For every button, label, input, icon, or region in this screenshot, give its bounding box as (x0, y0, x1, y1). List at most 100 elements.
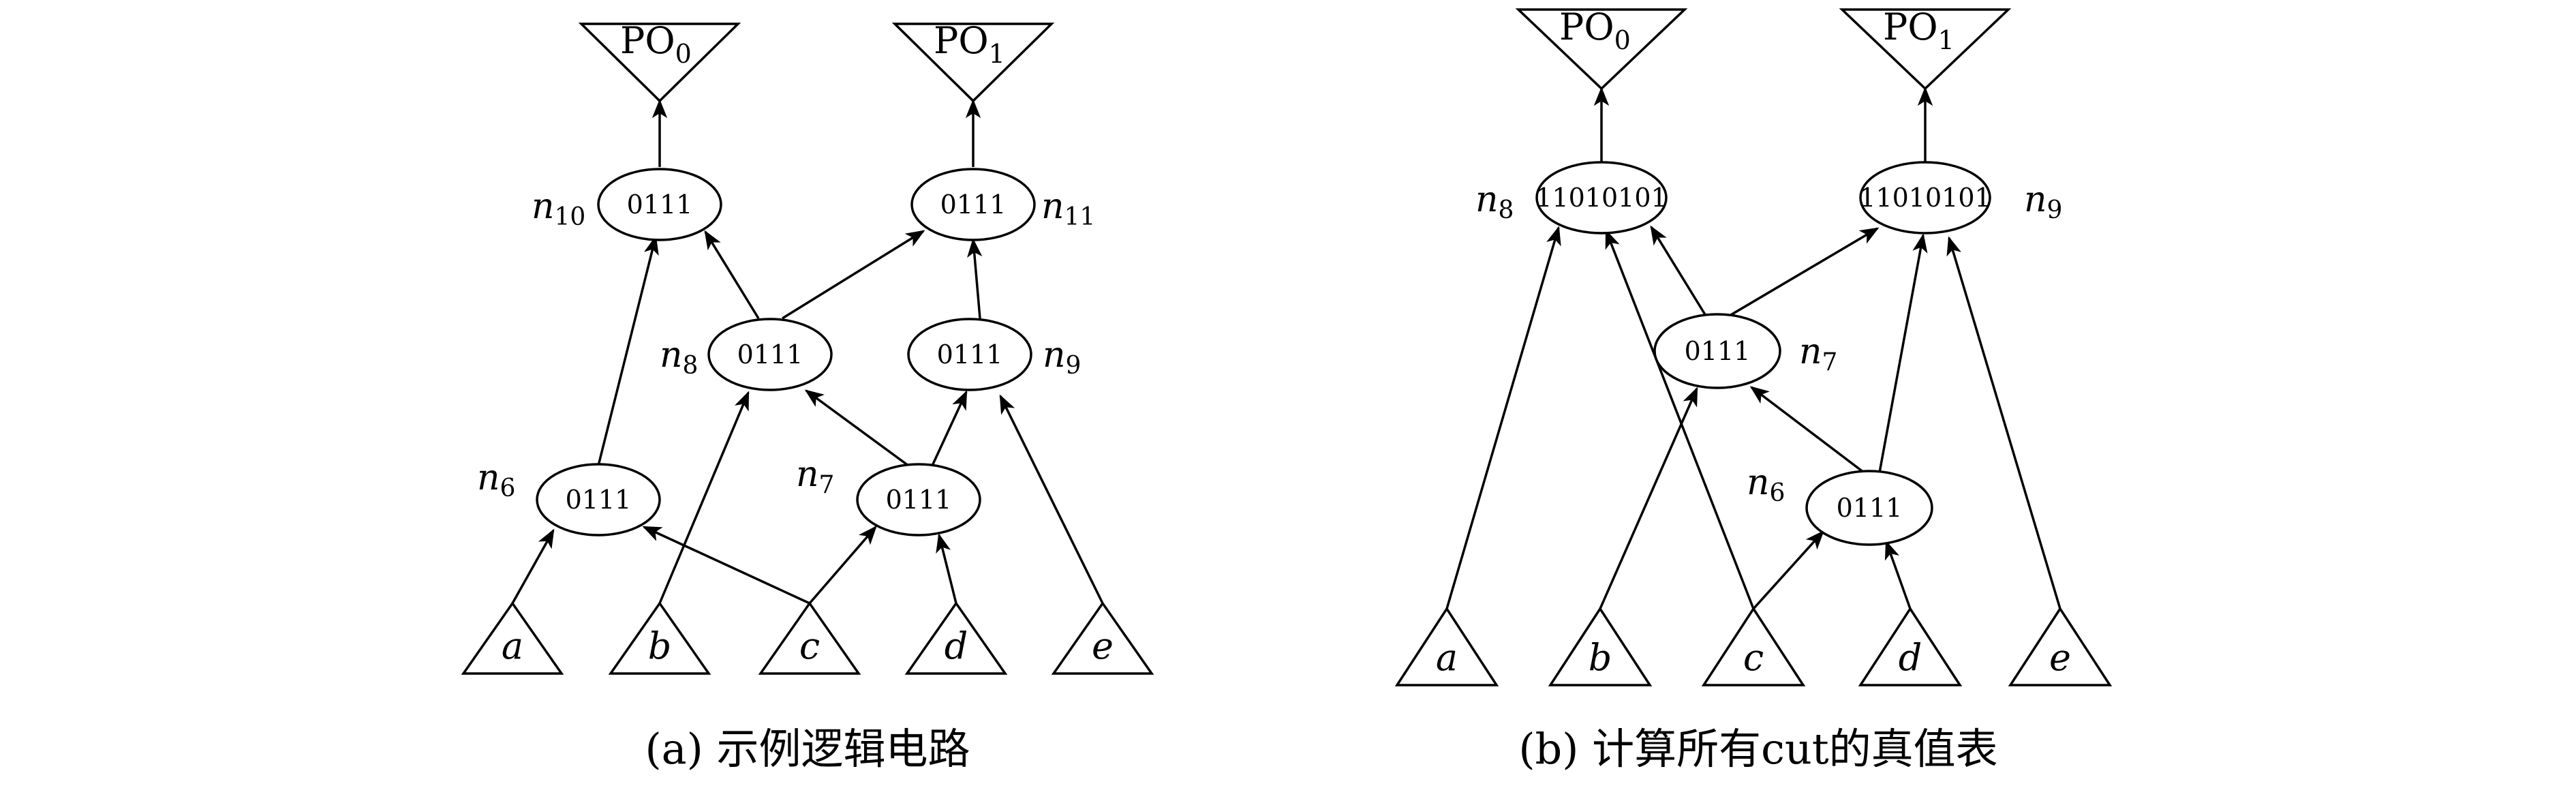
input-a-a-label: a (502, 624, 523, 667)
n6-b-table: 0111 (1837, 493, 1903, 523)
caption-b: (b) 计算所有cut的真值表 (1518, 724, 1997, 774)
node-n7-b: 0111 n7 (1653, 313, 1837, 389)
po0-b-sub: 0 (1614, 25, 1631, 55)
edges-a (511, 99, 1104, 605)
n9-b-sub: 9 (2047, 196, 2063, 224)
n11-a-label: n (1041, 186, 1064, 227)
input-e-a-label: e (1092, 624, 1114, 667)
edge-b-n7 (1599, 387, 1698, 609)
node-n6-b: 0111 n6 (1747, 462, 1933, 546)
n7-b-table: 0111 (1685, 336, 1751, 366)
edge-n8-n11 (782, 230, 925, 320)
n10-a-sub: 10 (555, 203, 586, 231)
svg-text:n9: n9 (2024, 179, 2062, 224)
input-c-a: c (758, 601, 861, 675)
svg-text:n8: n8 (1475, 179, 1514, 224)
svg-text:n6: n6 (1747, 462, 1785, 507)
n9-b-label: n (2024, 179, 2047, 220)
po1-b-sub: 1 (1938, 25, 1954, 55)
edge-e-n9 (1946, 236, 2061, 609)
edges-b (1445, 87, 2061, 610)
svg-text:PO0: PO0 (620, 19, 692, 69)
edge-n9-n11 (967, 238, 983, 319)
input-a-b-label: a (1436, 636, 1458, 679)
diagram-b: PO0 PO1 11010101 n8 11010101 n9 0111 n7 … (1394, 5, 2113, 774)
n6-b-sub: 6 (1770, 479, 1785, 507)
po0-a-base: PO (620, 19, 675, 62)
po0-a-sub: 0 (675, 39, 692, 69)
input-a-a: a (461, 601, 564, 675)
input-b-a-label: b (648, 624, 672, 667)
n7-a-sub: 7 (819, 471, 835, 499)
n8-a-label: n (660, 335, 683, 376)
svg-text:PO0: PO0 (1559, 5, 1631, 55)
po1-a-sub: 1 (989, 39, 1005, 69)
edge-n7-n8 (1650, 225, 1707, 316)
svg-text:n7: n7 (1799, 331, 1837, 376)
node-n11-a: 0111 n11 (910, 168, 1095, 241)
n9-a-label: n (1043, 335, 1066, 376)
edge-d-n7 (936, 533, 957, 604)
edge-n7-n9 (1729, 227, 1880, 317)
n6-a-label: n (477, 457, 500, 498)
edge-a-n8 (1445, 226, 1561, 609)
n7-b-sub: 7 (1822, 348, 1838, 376)
n6-b-label: n (1747, 462, 1770, 503)
input-e-b-label: e (2049, 636, 2071, 679)
input-e-a: e (1051, 601, 1154, 675)
n6-a-sub: 6 (500, 474, 516, 502)
node-n9-a: 0111 n9 (907, 318, 1081, 391)
node-n10-a: 0111 n10 (532, 168, 722, 241)
n8-b-label: n (1475, 179, 1499, 220)
edge-c-n6 (642, 526, 810, 605)
edge-n6-n9 (1878, 233, 1928, 473)
edge-n7-n8 (804, 389, 910, 467)
edge-e-n9 (999, 394, 1104, 604)
svg-text:n10: n10 (532, 186, 585, 231)
svg-text:n6: n6 (477, 457, 515, 502)
edge-c-n8 (1605, 229, 1755, 609)
edge-n7-n9 (931, 390, 968, 466)
svg-text:PO1: PO1 (1883, 5, 1954, 55)
n8-a-table: 0111 (737, 339, 803, 369)
caption-a: (a) 示例逻辑电路 (645, 724, 970, 774)
input-b-a: b (608, 601, 711, 675)
n8-a-sub: 8 (683, 352, 699, 380)
n11-a-sub: 11 (1064, 203, 1096, 231)
edge-n6-n7 (1749, 386, 1865, 474)
input-d-a-label: d (945, 624, 968, 667)
input-e-b: e (2008, 606, 2113, 686)
output-po0-a: PO0 (578, 19, 741, 103)
output-po1-a: PO1 (891, 19, 1055, 103)
n10-a-table: 0111 (627, 190, 693, 220)
input-c-a-label: c (799, 624, 820, 667)
svg-text:n7: n7 (796, 454, 834, 499)
n11-a-table: 0111 (940, 190, 1007, 220)
edge-b-n8 (658, 391, 750, 604)
po1-b-base: PO (1883, 5, 1938, 48)
input-c-b: c (1701, 606, 1806, 686)
n8-b-table: 11010101 (1535, 183, 1667, 213)
svg-text:PO1: PO1 (934, 19, 1005, 69)
svg-text:n11: n11 (1041, 186, 1095, 231)
edge-a-n6 (511, 528, 555, 604)
input-d-a: d (904, 601, 1008, 675)
n9-a-table: 0111 (937, 339, 1003, 369)
n10-a-label: n (532, 186, 555, 227)
input-b-b: b (1548, 606, 1653, 686)
input-d-b-label: d (1899, 636, 1922, 679)
input-a-b: a (1394, 606, 1499, 686)
n7-a-table: 0111 (886, 485, 952, 515)
n7-a-label: n (796, 454, 819, 495)
n9-b-table: 11010101 (1859, 183, 1991, 213)
n8-b-sub: 8 (1499, 196, 1514, 224)
n7-b-label: n (1799, 331, 1822, 372)
input-d-b: d (1858, 606, 1963, 686)
node-n9-b: 11010101 n9 (1859, 161, 2062, 235)
svg-text:n8: n8 (660, 335, 698, 380)
node-n7-a: 0111 n7 (796, 454, 981, 536)
node-n6-a: 0111 n6 (477, 457, 661, 536)
po0-b-base: PO (1559, 5, 1614, 48)
input-b-b-label: b (1589, 636, 1612, 679)
